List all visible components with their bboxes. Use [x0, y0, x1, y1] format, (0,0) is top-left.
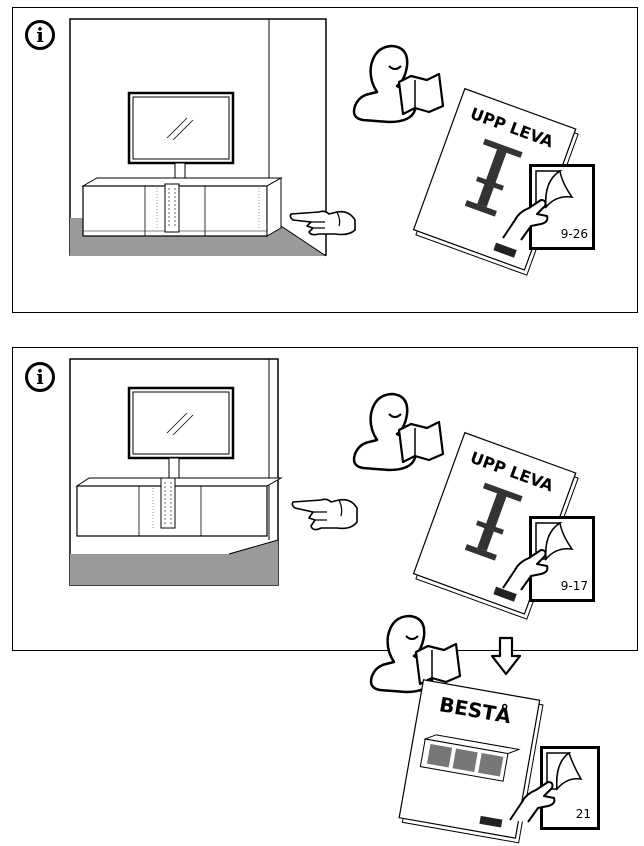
instruction-panel-wall-standing: i	[12, 7, 638, 313]
page-reference-label: 21	[575, 807, 591, 821]
down-arrow-icon	[490, 636, 522, 676]
bench-sketch	[419, 734, 521, 782]
assembly-booklet: BESTÅ	[398, 679, 544, 844]
reading-person-icon	[369, 614, 462, 694]
tv-screen	[127, 91, 235, 184]
page-turning-hand-icon	[509, 781, 556, 823]
page-turning-hand-icon	[502, 549, 549, 591]
tv-wall-mounted-scene	[69, 358, 283, 586]
page-curl-icon	[546, 751, 583, 791]
pointing-hand-icon	[289, 210, 356, 236]
info-icon: i	[25, 20, 55, 50]
tv-bench	[81, 177, 283, 237]
instruction-panel-wall-mounted: i	[12, 347, 638, 651]
page-turning-hand-icon	[502, 199, 549, 241]
page-reference-label: 9-26	[560, 227, 588, 241]
pointing-hand-icon	[291, 498, 358, 531]
info-icon: i	[25, 362, 55, 392]
wall-mounted-bench	[75, 477, 283, 537]
tv-screen	[127, 386, 235, 479]
reading-person-icon	[352, 44, 445, 124]
reading-person-icon	[352, 392, 445, 472]
page-curl-icon	[535, 169, 574, 209]
tv-on-floor-scene	[69, 18, 327, 257]
page-reference-label: 9-17	[560, 579, 588, 593]
